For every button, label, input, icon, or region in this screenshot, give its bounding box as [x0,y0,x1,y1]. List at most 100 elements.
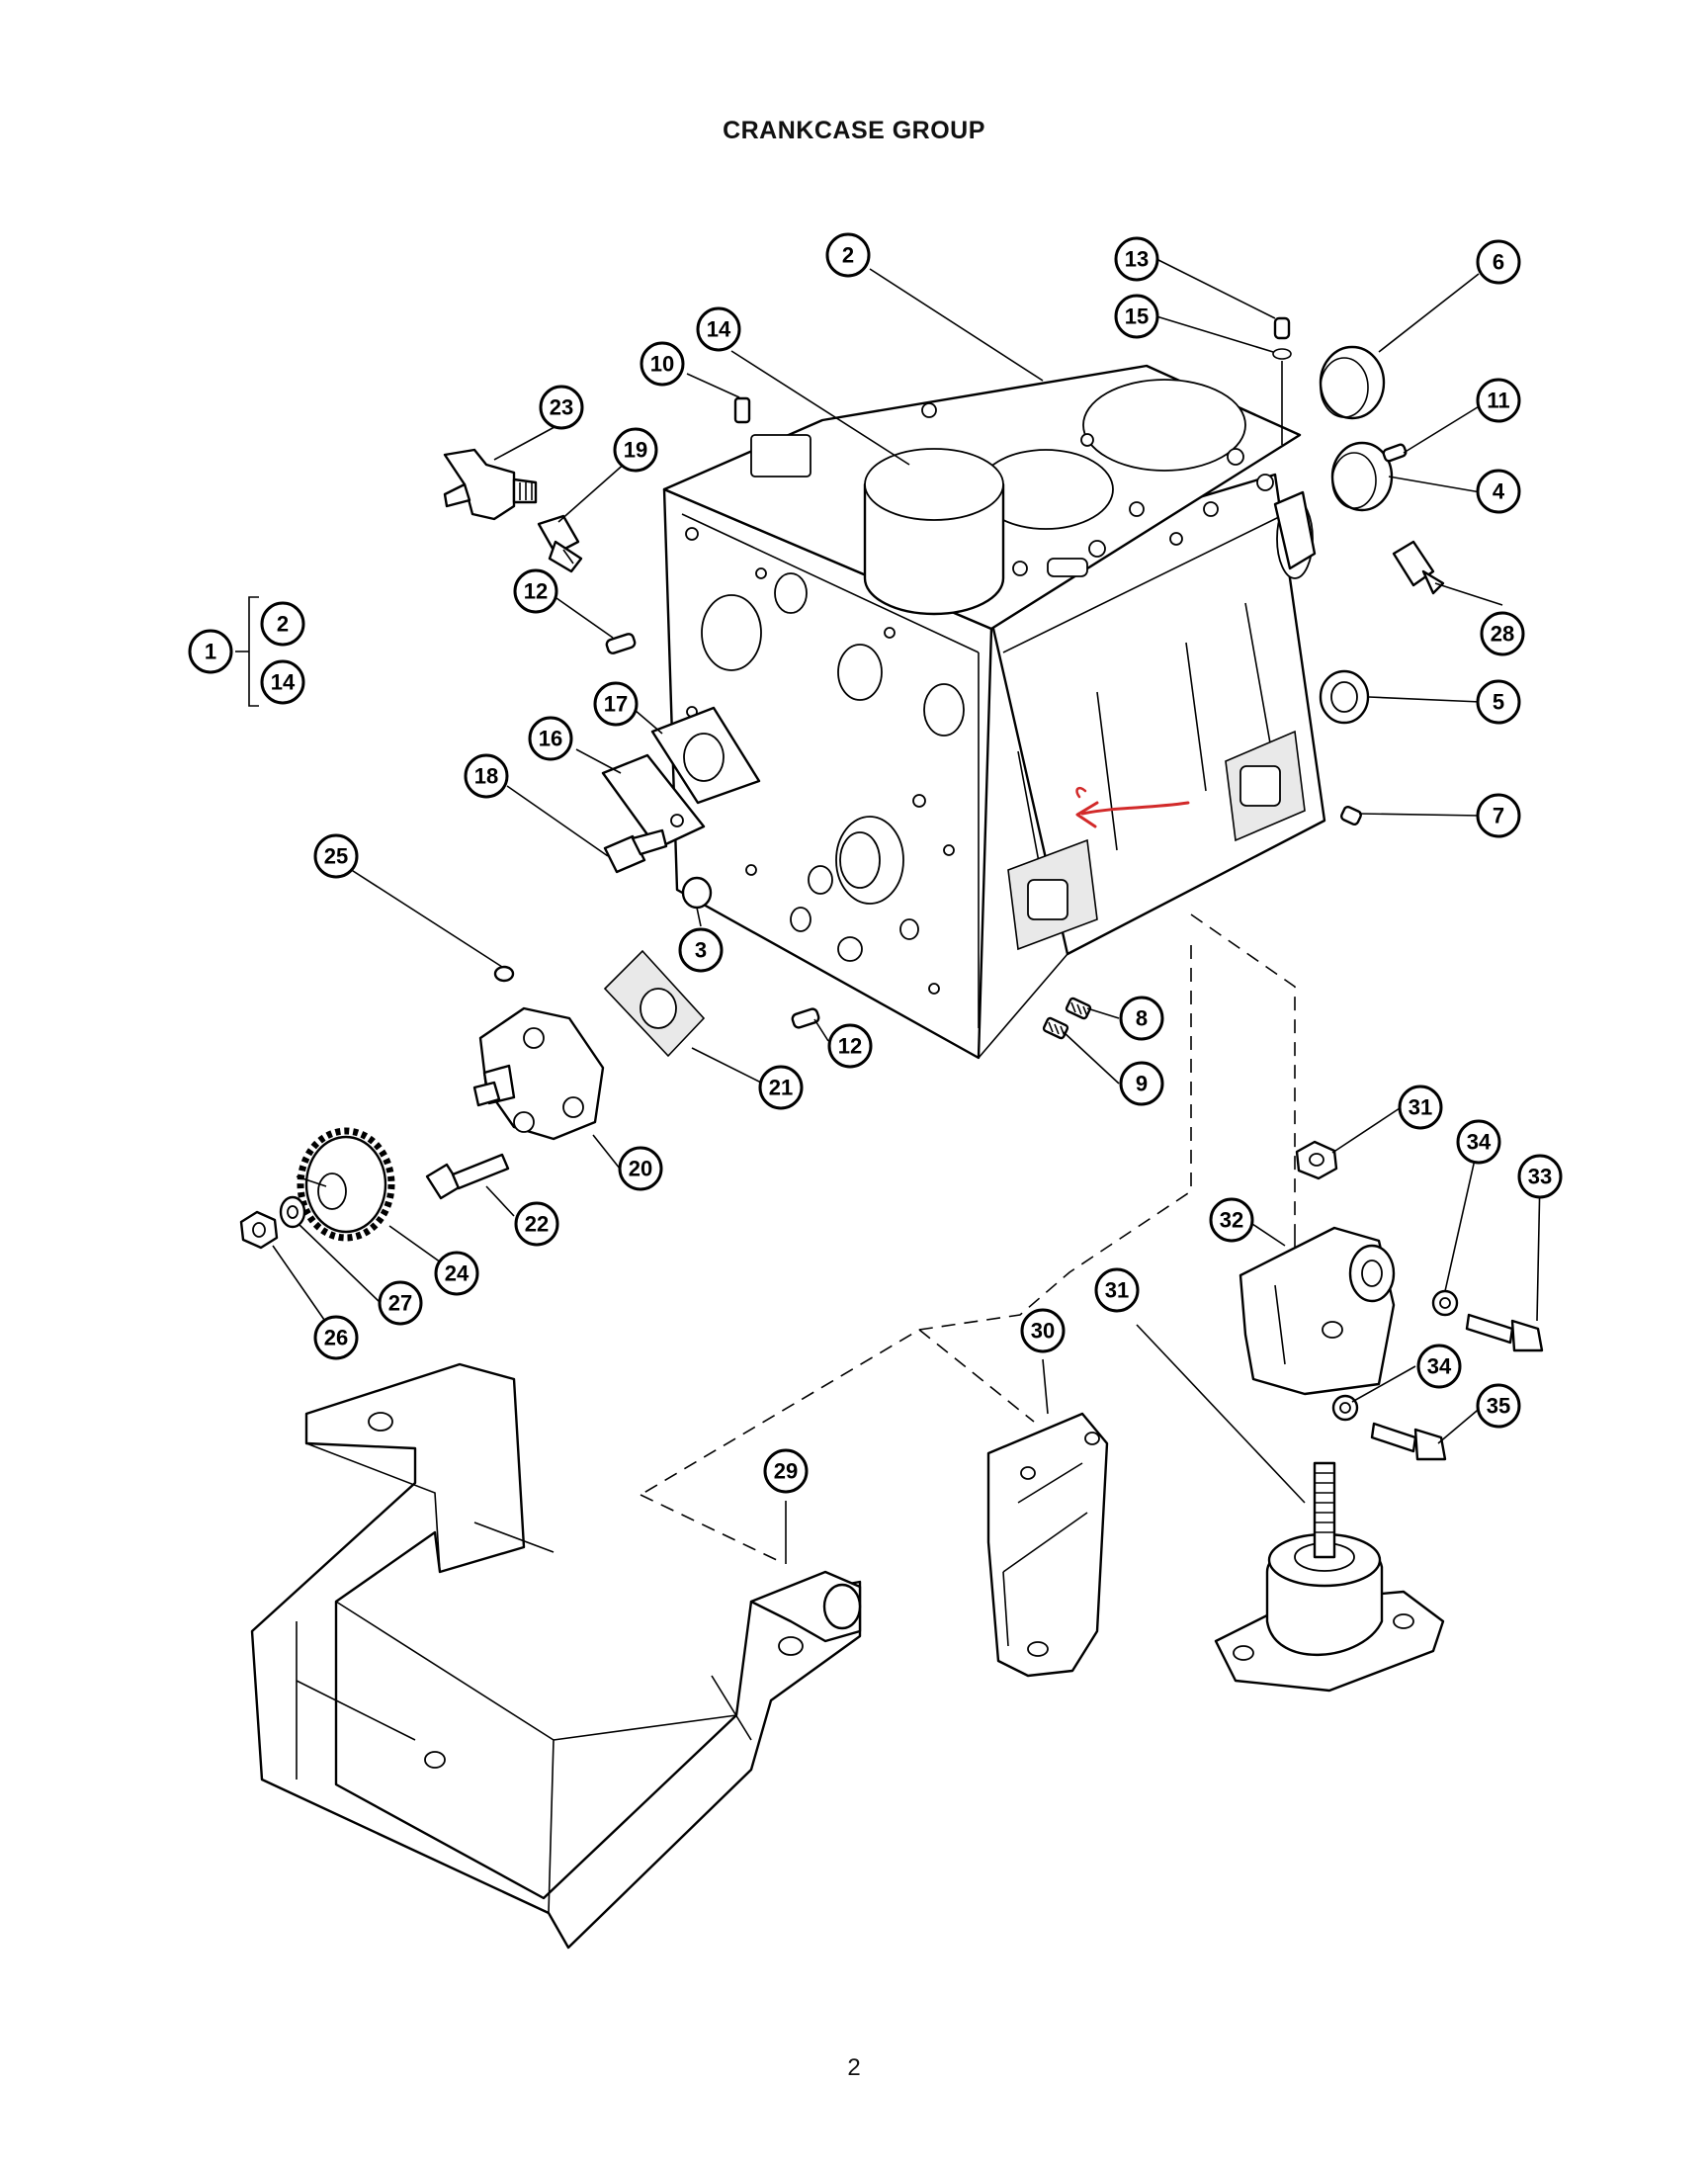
callout-31-upper: 31 [1398,1085,1443,1130]
callout-11: 11 [1476,378,1521,423]
svg-text:15: 15 [1125,304,1149,329]
callout-26: 26 [313,1315,359,1360]
callout-3: 3 [678,927,724,973]
callout-14: 14 [696,306,741,352]
callout-32: 32 [1209,1197,1254,1243]
svg-text:2: 2 [842,243,854,268]
part-4-plug [1330,441,1394,512]
page-number: 2 [847,2054,861,2081]
part-11-pin [1382,443,1408,463]
svg-text:34: 34 [1427,1354,1452,1379]
callout-27: 27 [378,1280,423,1326]
callout-23: 23 [539,385,584,430]
part-20-oil-pump [472,1006,605,1141]
svg-text:22: 22 [525,1212,549,1237]
svg-text:17: 17 [604,692,628,717]
svg-text:1: 1 [205,640,216,664]
crankcase-block [662,364,1326,1060]
part-12-pin-lower [791,1007,820,1029]
svg-text:35: 35 [1487,1394,1510,1419]
callout-21: 21 [758,1065,804,1110]
callouts: 1 2 14 2 13 6 15 14 10 11 23 19 4 28 12 … [188,232,1563,1494]
svg-text:12: 12 [524,579,548,604]
svg-text:10: 10 [650,352,674,377]
callout-2: 2 [825,232,871,278]
svg-text:4: 4 [1493,479,1505,504]
part-35-bolt [1370,1422,1447,1461]
part-13-dowel [1272,316,1292,445]
svg-text:28: 28 [1491,622,1514,647]
svg-text:12: 12 [838,1034,862,1059]
callout-13: 13 [1114,236,1159,282]
callout-12-upper: 12 [513,568,558,614]
callout-4: 4 [1476,469,1521,514]
part-12-pin-upper [605,633,637,654]
page-title: CRANKCASE GROUP [723,117,985,144]
callout-14-group: 14 [260,659,305,705]
callout-25: 25 [313,833,359,879]
callout-2-group: 2 [260,601,305,647]
svg-text:9: 9 [1136,1072,1148,1096]
part-31-rubber-mount [1214,1461,1445,1693]
leader-lines [272,258,1541,1564]
callout-9: 9 [1119,1061,1164,1106]
group-bracket [235,596,259,707]
svg-text:31: 31 [1409,1095,1432,1120]
callout-20: 20 [618,1146,663,1191]
callout-6: 6 [1476,239,1521,285]
svg-text:3: 3 [695,938,707,963]
svg-text:2: 2 [277,612,289,637]
svg-text:14: 14 [707,317,731,342]
callout-19: 19 [613,427,658,473]
part-18-bolt [603,828,668,874]
part-26-nut [239,1210,279,1250]
callout-29: 29 [763,1448,809,1494]
part-33-bolt [1465,1313,1544,1352]
svg-text:8: 8 [1136,1006,1148,1031]
handwritten-red-arrow [1075,786,1190,828]
part-3-plug [681,876,713,910]
svg-text:29: 29 [774,1459,798,1484]
svg-text:19: 19 [624,438,647,463]
svg-text:13: 13 [1125,247,1149,272]
part-7-plug [1340,805,1362,826]
part-24-gear [296,1127,395,1242]
callout-12-lower: 12 [827,1023,873,1069]
callout-8: 8 [1119,996,1164,1041]
part-30-bracket [986,1412,1109,1678]
part-16-cover [601,753,706,850]
callout-28: 28 [1480,611,1525,656]
part-21-gasket [603,949,706,1058]
part-10-pin [733,396,751,424]
svg-text:11: 11 [1487,389,1509,413]
part-29-engine-support [250,1362,862,1950]
part-32-bracket [1238,1226,1396,1396]
svg-text:34: 34 [1467,1130,1492,1155]
svg-text:30: 30 [1031,1319,1055,1344]
svg-text:14: 14 [271,670,296,695]
part-31-nut-upper [1295,1140,1338,1180]
callout-34-upper: 34 [1456,1119,1501,1165]
svg-text:33: 33 [1528,1165,1552,1189]
svg-text:21: 21 [769,1076,793,1100]
svg-text:32: 32 [1220,1208,1243,1233]
part-25-o-ring [493,965,515,983]
callout-18: 18 [464,753,509,799]
callout-24: 24 [434,1251,479,1296]
part-27-washer [279,1195,306,1229]
part-8-stud [1065,997,1092,1020]
callout-17: 17 [593,681,639,727]
part-23-drain-cock [443,448,538,521]
svg-text:23: 23 [550,395,573,420]
svg-text:27: 27 [388,1291,412,1316]
part-17-gasket [650,706,761,805]
svg-text:5: 5 [1493,690,1504,715]
part-19-adapter [537,514,583,573]
part-22-bolt [425,1153,510,1200]
callout-31-lower: 31 [1094,1267,1140,1313]
callout-7: 7 [1476,793,1521,838]
svg-text:6: 6 [1493,250,1504,275]
callout-5: 5 [1476,679,1521,725]
